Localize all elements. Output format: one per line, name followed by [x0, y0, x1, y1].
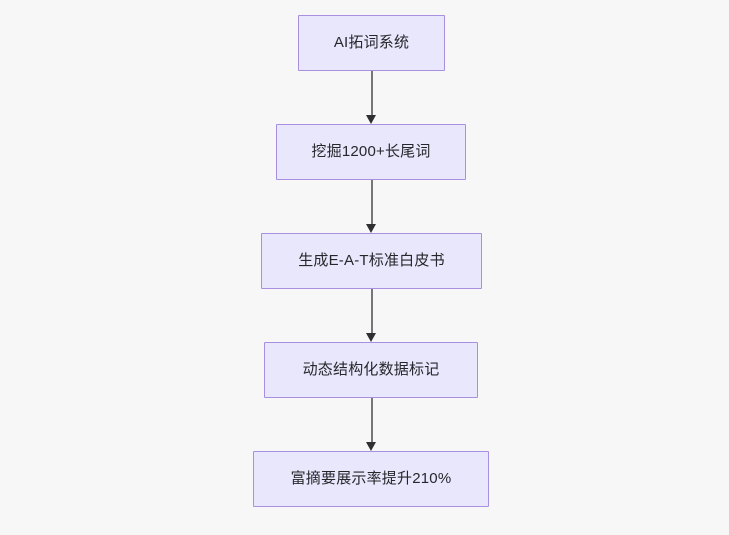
- flow-node-label: 生成E-A-T标准白皮书: [298, 252, 445, 269]
- edge-line: [371, 398, 373, 443]
- flow-node-label: 挖掘1200+长尾词: [311, 143, 431, 160]
- flow-node-label: 动态结构化数据标记: [302, 361, 440, 378]
- flow-node-ai-keyword-system[interactable]: AI拓词系统: [298, 15, 445, 71]
- arrowhead-icon: [366, 333, 377, 342]
- edge-line: [371, 71, 373, 116]
- arrowhead-icon: [366, 115, 377, 124]
- flow-node-mine-longtail-keywords[interactable]: 挖掘1200+长尾词: [276, 124, 466, 180]
- flow-node-rich-snippet-impression-lift[interactable]: 富摘要展示率提升210%: [253, 451, 489, 507]
- arrowhead-icon: [366, 224, 377, 233]
- arrowhead-icon: [366, 442, 377, 451]
- flow-node-generate-eat-whitepaper[interactable]: 生成E-A-T标准白皮书: [261, 233, 482, 289]
- flow-node-label: AI拓词系统: [333, 34, 410, 51]
- edge-line: [371, 180, 373, 225]
- flow-node-dynamic-structured-data-markup[interactable]: 动态结构化数据标记: [264, 342, 478, 398]
- edge-line: [371, 289, 373, 334]
- flow-node-label: 富摘要展示率提升210%: [290, 470, 452, 487]
